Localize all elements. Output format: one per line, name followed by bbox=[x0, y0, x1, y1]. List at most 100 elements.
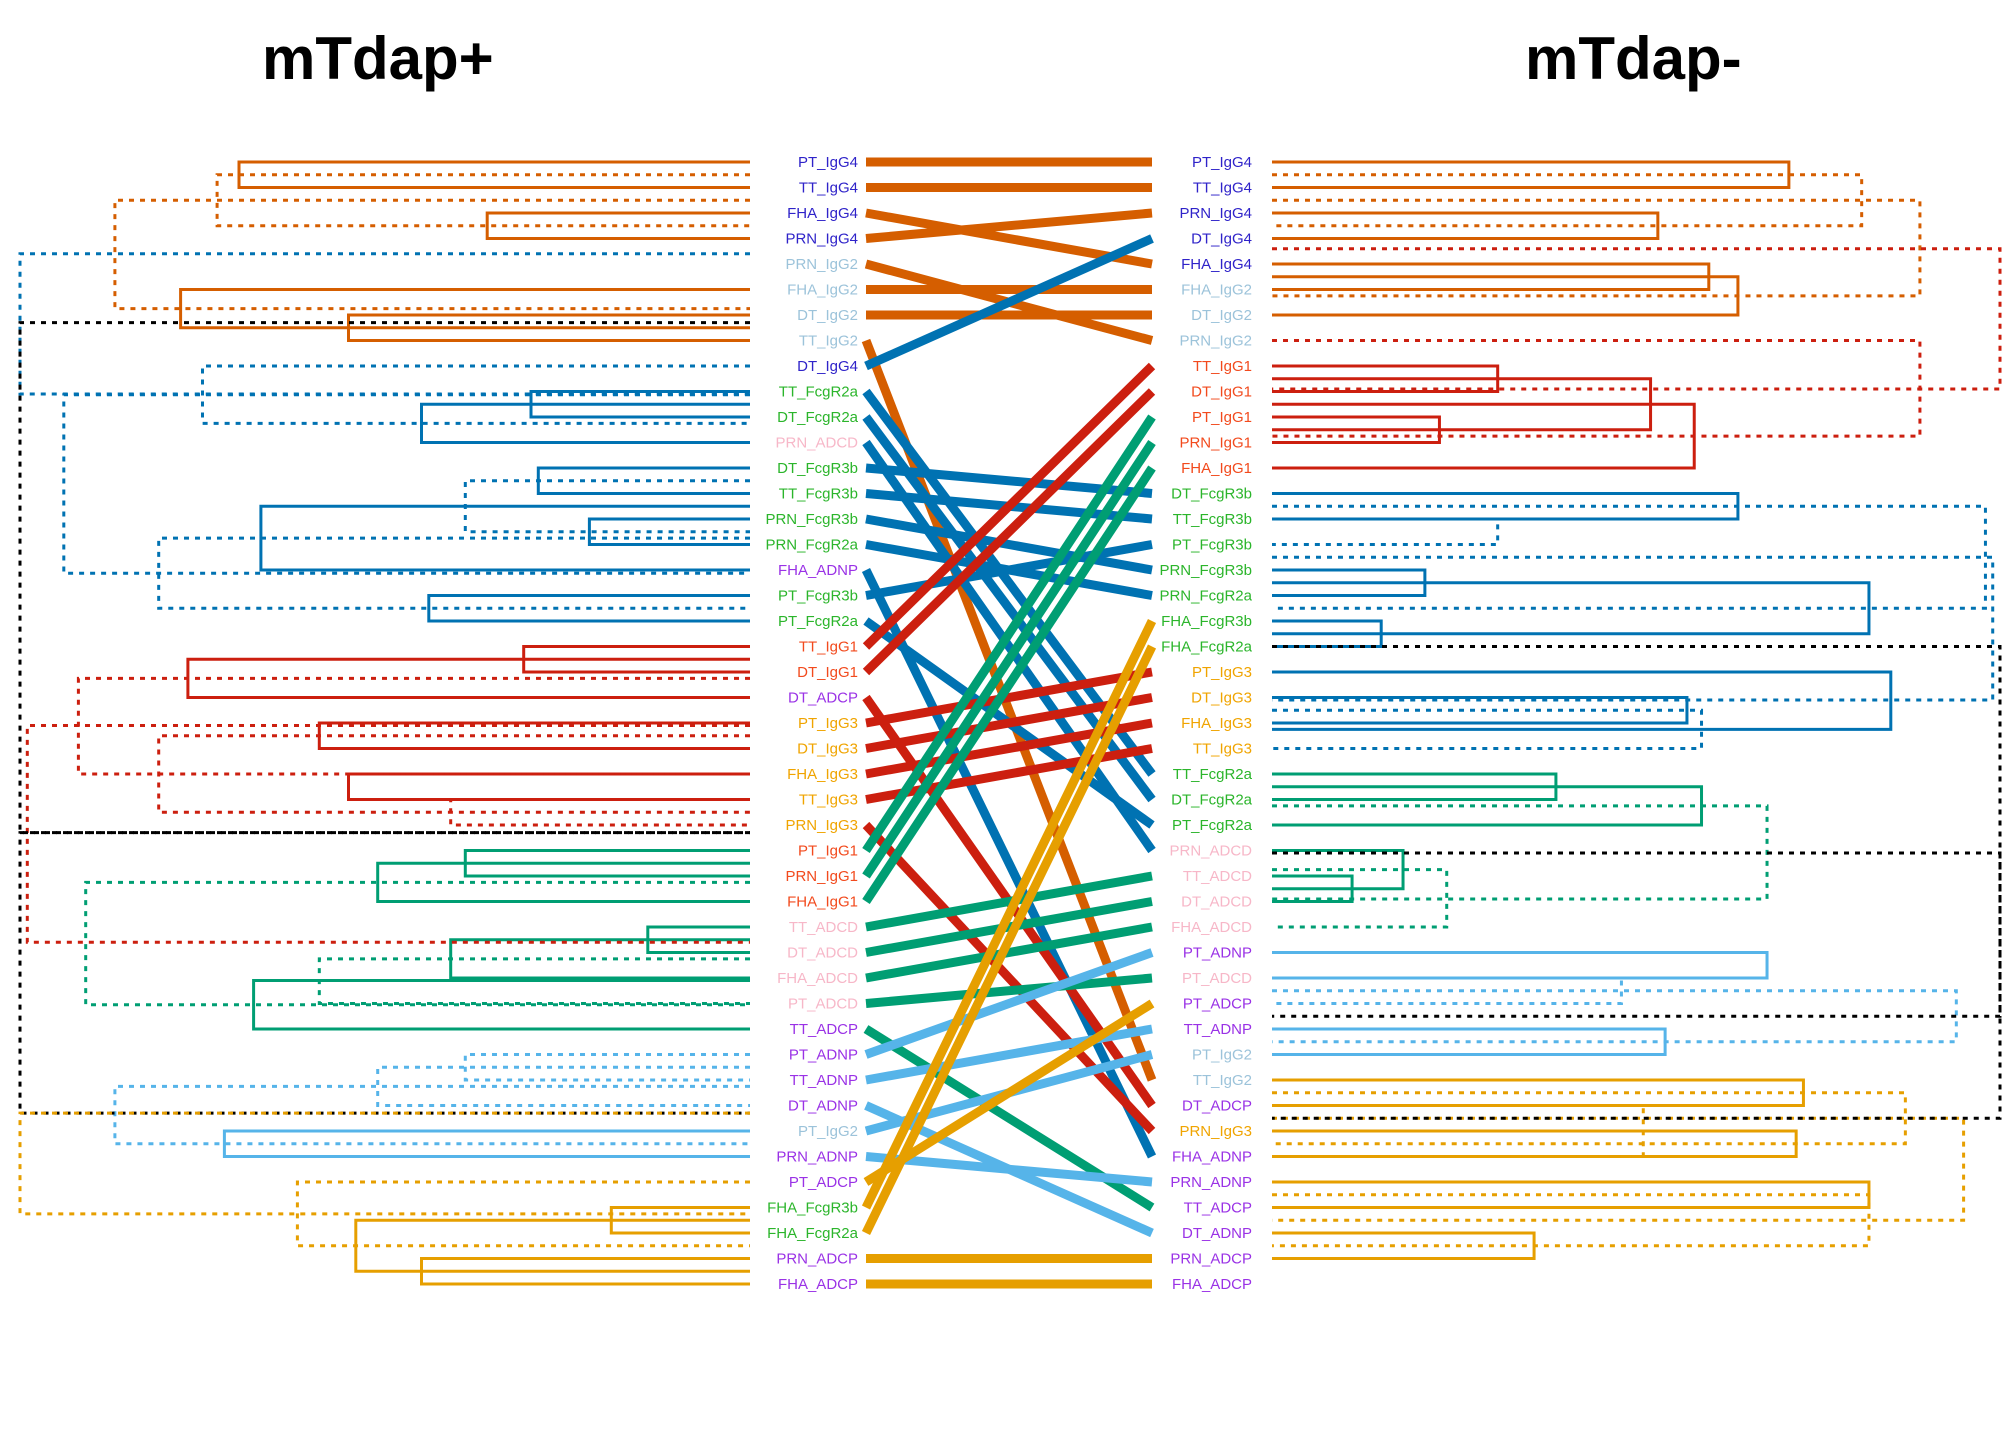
left-dendrogram-branch bbox=[295, 1180, 750, 1248]
left-dendrogram-branch bbox=[84, 880, 750, 1007]
right-leaf-label: PRN_IgG3 bbox=[1179, 1123, 1252, 1140]
right-leaf-label: DT_FcgR3b bbox=[1171, 486, 1252, 503]
connector-line bbox=[865, 744, 1153, 804]
right-leaf-label: FHA_FcgR3b bbox=[1161, 613, 1252, 630]
connector-lines bbox=[861, 157, 1157, 1289]
connector-line bbox=[862, 440, 1156, 879]
left-leaf-label: TT_IgG1 bbox=[799, 639, 858, 656]
right-dendrogram-branch bbox=[1272, 851, 2002, 1018]
right-dendrogram-branch bbox=[1272, 247, 2002, 391]
right-dendrogram-branch bbox=[1272, 696, 1689, 725]
left-leaf-label: DT_FcgR3b bbox=[777, 460, 858, 477]
left-leaf-label: FHA_ADCD bbox=[777, 970, 858, 987]
left-dendrogram-branch bbox=[201, 364, 750, 425]
left-dendrogram-branch bbox=[157, 536, 750, 610]
left-dendrogram-branch bbox=[113, 1084, 750, 1146]
right-leaf-label: PT_IgG2 bbox=[1192, 1047, 1252, 1064]
left-leaf-label: DT_FcgR2a bbox=[777, 409, 859, 426]
right-leaf-label: TT_ADNP bbox=[1184, 1021, 1252, 1038]
left-leaf-label: DT_ADNP bbox=[788, 1098, 858, 1115]
right-leaf-label: TT_ADCP bbox=[1184, 1200, 1252, 1217]
left-leaf-label: PT_ADNP bbox=[789, 1047, 858, 1064]
right-leaf-label: PT_ADNP bbox=[1183, 945, 1252, 962]
connector-line bbox=[865, 871, 1153, 932]
left-leaf-label: PT_FcgR3b bbox=[778, 588, 858, 605]
right-leaf-label: PT_ADCP bbox=[1183, 996, 1252, 1013]
connector-line bbox=[861, 338, 1157, 1082]
right-leaf-label: TT_IgG3 bbox=[1193, 741, 1252, 758]
connector-line bbox=[862, 362, 1156, 650]
left-dendrogram-branch bbox=[18, 321, 750, 835]
left-dendrogram-branch bbox=[62, 393, 750, 575]
left-leaf-label: DT_ADCD bbox=[787, 945, 858, 962]
right-leaf-label: FHA_IgG4 bbox=[1181, 256, 1252, 273]
right-dendrogram-branch bbox=[1272, 868, 1449, 929]
connector-line bbox=[865, 540, 1153, 600]
connector-line bbox=[864, 948, 1154, 1059]
connector-line bbox=[862, 388, 1156, 676]
right-dendrogram-branch bbox=[1272, 989, 1958, 1044]
right-leaf-label: DT_ADNP bbox=[1182, 1225, 1252, 1242]
connector-line bbox=[865, 514, 1153, 575]
left-leaf-label: TT_ADCP bbox=[790, 1021, 858, 1038]
left-dendrogram-branch bbox=[376, 861, 750, 903]
right-leaf-label: TT_IgG1 bbox=[1193, 358, 1252, 375]
left-leaf-label: TT_FcgR3b bbox=[779, 486, 858, 503]
left-dendrogram-branch bbox=[215, 173, 750, 228]
right-dendrogram-branch bbox=[1272, 645, 2002, 1120]
connector-line bbox=[862, 439, 1156, 854]
right-dendrogram-branch bbox=[1272, 849, 1405, 891]
right-leaf-label: FHA_FcgR2a bbox=[1161, 639, 1253, 656]
left-dendrogram-branch bbox=[259, 504, 750, 572]
right-leaf-label: FHA_ADNP bbox=[1172, 1149, 1252, 1166]
left-dendrogram-branch bbox=[222, 1129, 750, 1158]
right-leaf-label: DT_IgG3 bbox=[1191, 690, 1252, 707]
left-dendrogram-branch bbox=[485, 211, 750, 240]
left-dendrogram-branch bbox=[420, 402, 750, 444]
right-leaf-label: PRN_IgG4 bbox=[1179, 205, 1252, 222]
connector-line bbox=[862, 414, 1156, 853]
left-dendrogram-branch bbox=[463, 1053, 750, 1082]
left-leaf-label: DT_ADCP bbox=[788, 690, 858, 707]
connector-line bbox=[865, 693, 1153, 753]
right-leaf-label: PRN_IgG1 bbox=[1179, 435, 1252, 452]
left-leaf-label: FHA_FcgR2a bbox=[767, 1225, 859, 1242]
right-leaf-label: DT_IgG2 bbox=[1191, 307, 1252, 324]
connector-line bbox=[865, 208, 1153, 243]
connector-line bbox=[865, 897, 1153, 957]
left-leaf-label: FHA_ADCP bbox=[778, 1276, 858, 1293]
right-leaf-label: PT_FcgR2a bbox=[1172, 817, 1253, 834]
right-dendrogram-branch bbox=[1272, 1116, 1966, 1222]
left-leaf-label: TT_FcgR2a bbox=[779, 384, 859, 401]
right-leaf-label: TT_IgG4 bbox=[1193, 180, 1252, 197]
right-leaf-label: DT_ADCP bbox=[1182, 1098, 1252, 1115]
right-leaf-label: DT_ADCD bbox=[1181, 894, 1252, 911]
right-leaf-label: PRN_ADCD bbox=[1169, 843, 1252, 860]
right-leaf-label: TT_ADCD bbox=[1183, 868, 1252, 885]
right-leaf-label: TT_FcgR2a bbox=[1173, 766, 1253, 783]
right-leaf-label: PRN_ADCP bbox=[1170, 1251, 1252, 1268]
left-leaf-labels: PT_IgG4TT_IgG4FHA_IgG4PRN_IgG4PRN_IgG2FH… bbox=[765, 154, 858, 1293]
connector-line bbox=[862, 465, 1156, 904]
left-leaf-label: PRN_IgG1 bbox=[785, 868, 858, 885]
right-dendrogram-branch bbox=[1272, 160, 1791, 189]
right-leaf-label: PRN_FcgR3b bbox=[1159, 562, 1252, 579]
left-leaf-label: TT_ADCD bbox=[789, 919, 858, 936]
left-title: mTdap+ bbox=[262, 25, 494, 92]
connector-line bbox=[861, 644, 1157, 1235]
left-leaf-label: PT_IgG2 bbox=[798, 1123, 858, 1140]
left-dendrogram-branch bbox=[252, 979, 750, 1031]
connector-line bbox=[861, 568, 1157, 1159]
left-leaf-label: PT_IgG1 bbox=[798, 843, 858, 860]
left-leaf-label: FHA_FcgR3b bbox=[767, 1200, 858, 1217]
left-dendrogram-branch bbox=[347, 772, 750, 801]
left-leaf-label: PRN_FcgR2a bbox=[765, 537, 858, 554]
right-leaf-label: FHA_ADCD bbox=[1171, 919, 1252, 936]
right-dendrogram-branch bbox=[1272, 517, 1500, 546]
right-dendrogram-branch bbox=[1272, 173, 1864, 228]
left-leaf-label: FHA_ADNP bbox=[778, 562, 858, 579]
right-leaf-label: PT_IgG1 bbox=[1192, 409, 1252, 426]
right-leaf-label: PT_FcgR3b bbox=[1172, 537, 1252, 554]
right-leaf-label: FHA_IgG2 bbox=[1181, 282, 1252, 299]
left-leaf-label: TT_IgG3 bbox=[799, 792, 858, 809]
